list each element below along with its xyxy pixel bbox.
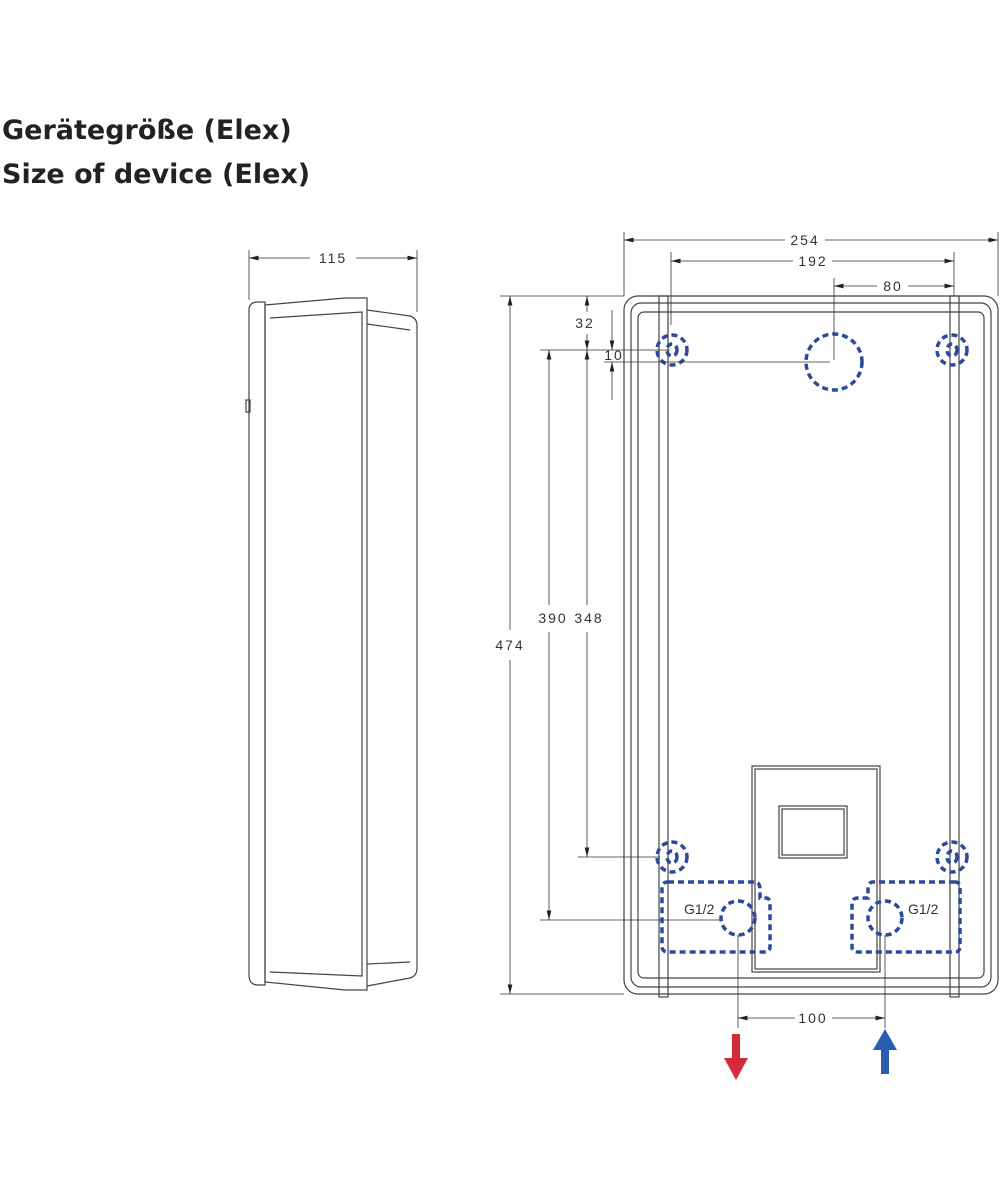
right-connection-label: G1/2: [908, 901, 939, 917]
front-view: G1/2 G1/2 254 192 80 100 474 390: [495, 232, 999, 1080]
top-offset-dimension: 32: [575, 315, 595, 331]
mounting-holes: [655, 333, 969, 874]
outlet-pipe: [719, 899, 757, 937]
left-connection-area: [660, 880, 772, 954]
pipe-height-dimension: 390: [538, 610, 567, 626]
center-offset-dimension: 80: [883, 278, 903, 294]
right-connection-area: [850, 880, 962, 954]
hole-offset-dimension: 10: [604, 347, 624, 363]
title-german: Gerätegröße (Elex): [2, 115, 292, 146]
left-connection-label: G1/2: [684, 901, 715, 917]
rail-spacing-dimension: 192: [798, 253, 827, 269]
depth-dimension: 115: [319, 250, 347, 266]
width-dimension: 254: [790, 232, 819, 248]
inlet-pipe: [866, 899, 904, 937]
cold-water-inlet-arrow-icon: [873, 1029, 897, 1074]
mount-spacing-dimension: 348: [574, 610, 603, 626]
title-english: Size of device (Elex): [2, 159, 311, 190]
pipe-spacing-dimension: 100: [798, 1010, 827, 1026]
hot-water-outlet-arrow-icon: [724, 1034, 748, 1080]
height-dimension: 474: [495, 637, 524, 653]
side-view: 115: [245, 250, 418, 991]
